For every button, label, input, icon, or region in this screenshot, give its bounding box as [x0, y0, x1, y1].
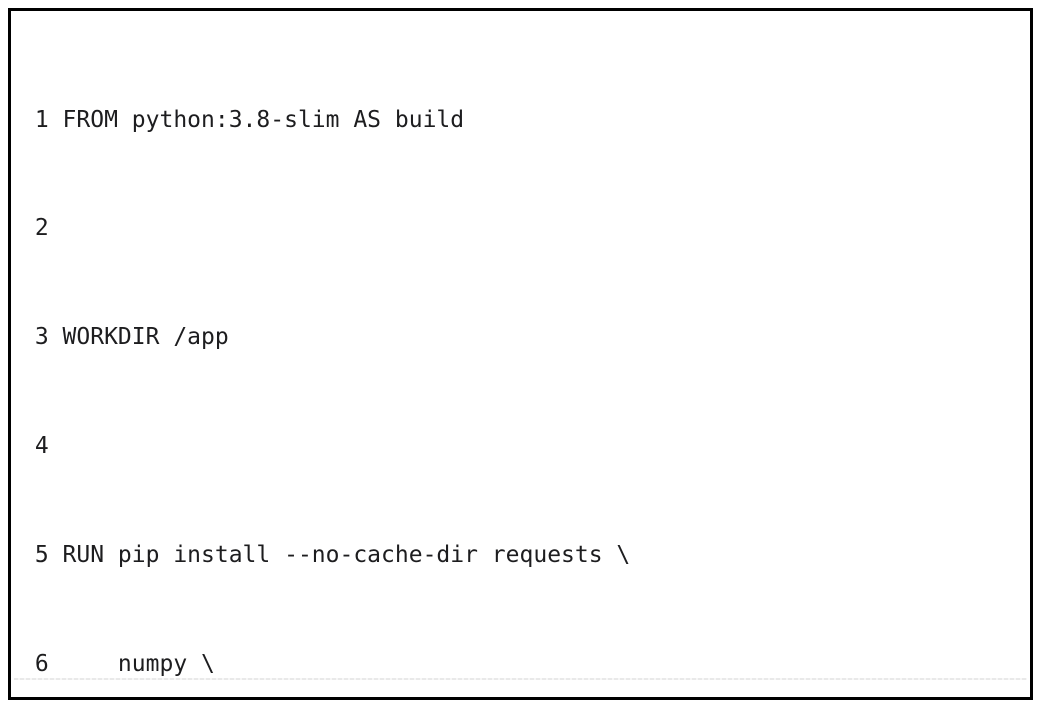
code-line: 3 WORKDIR /app	[21, 324, 893, 351]
gutter-space	[49, 107, 63, 133]
gutter-space	[49, 651, 63, 677]
dockerfile-listing: 1 FROM python:3.8-slim AS build 2 3 WORK…	[21, 25, 893, 715]
line-number: 4	[34, 433, 49, 459]
line-number: 2	[34, 215, 49, 242]
gutter-space	[49, 433, 63, 459]
line-number: 5	[34, 541, 49, 568]
code-line: 5 RUN pip install --no-cache-dir request…	[21, 542, 893, 569]
line-code: FROM python:3.8-slim AS build	[62, 106, 465, 133]
line-code: WORKDIR /app	[62, 324, 229, 351]
gutter-space	[49, 324, 63, 350]
line-code: RUN pip install --no-cache-dir requests …	[62, 541, 631, 568]
code-panel: 1 FROM python:3.8-slim AS build 2 3 WORK…	[8, 8, 1033, 700]
code-line: 6 numpy \	[21, 651, 893, 678]
line-number: 6	[34, 650, 49, 677]
code-line: 2	[21, 215, 893, 242]
cursor-line-strip	[14, 678, 1027, 680]
code-line: 4	[21, 433, 893, 460]
line-code: numpy \	[62, 650, 215, 677]
line-number: 1	[34, 106, 49, 133]
code-line: 1 FROM python:3.8-slim AS build	[21, 107, 893, 134]
gutter-space	[49, 542, 63, 568]
line-number: 3	[34, 324, 49, 351]
gutter-space	[49, 215, 63, 241]
